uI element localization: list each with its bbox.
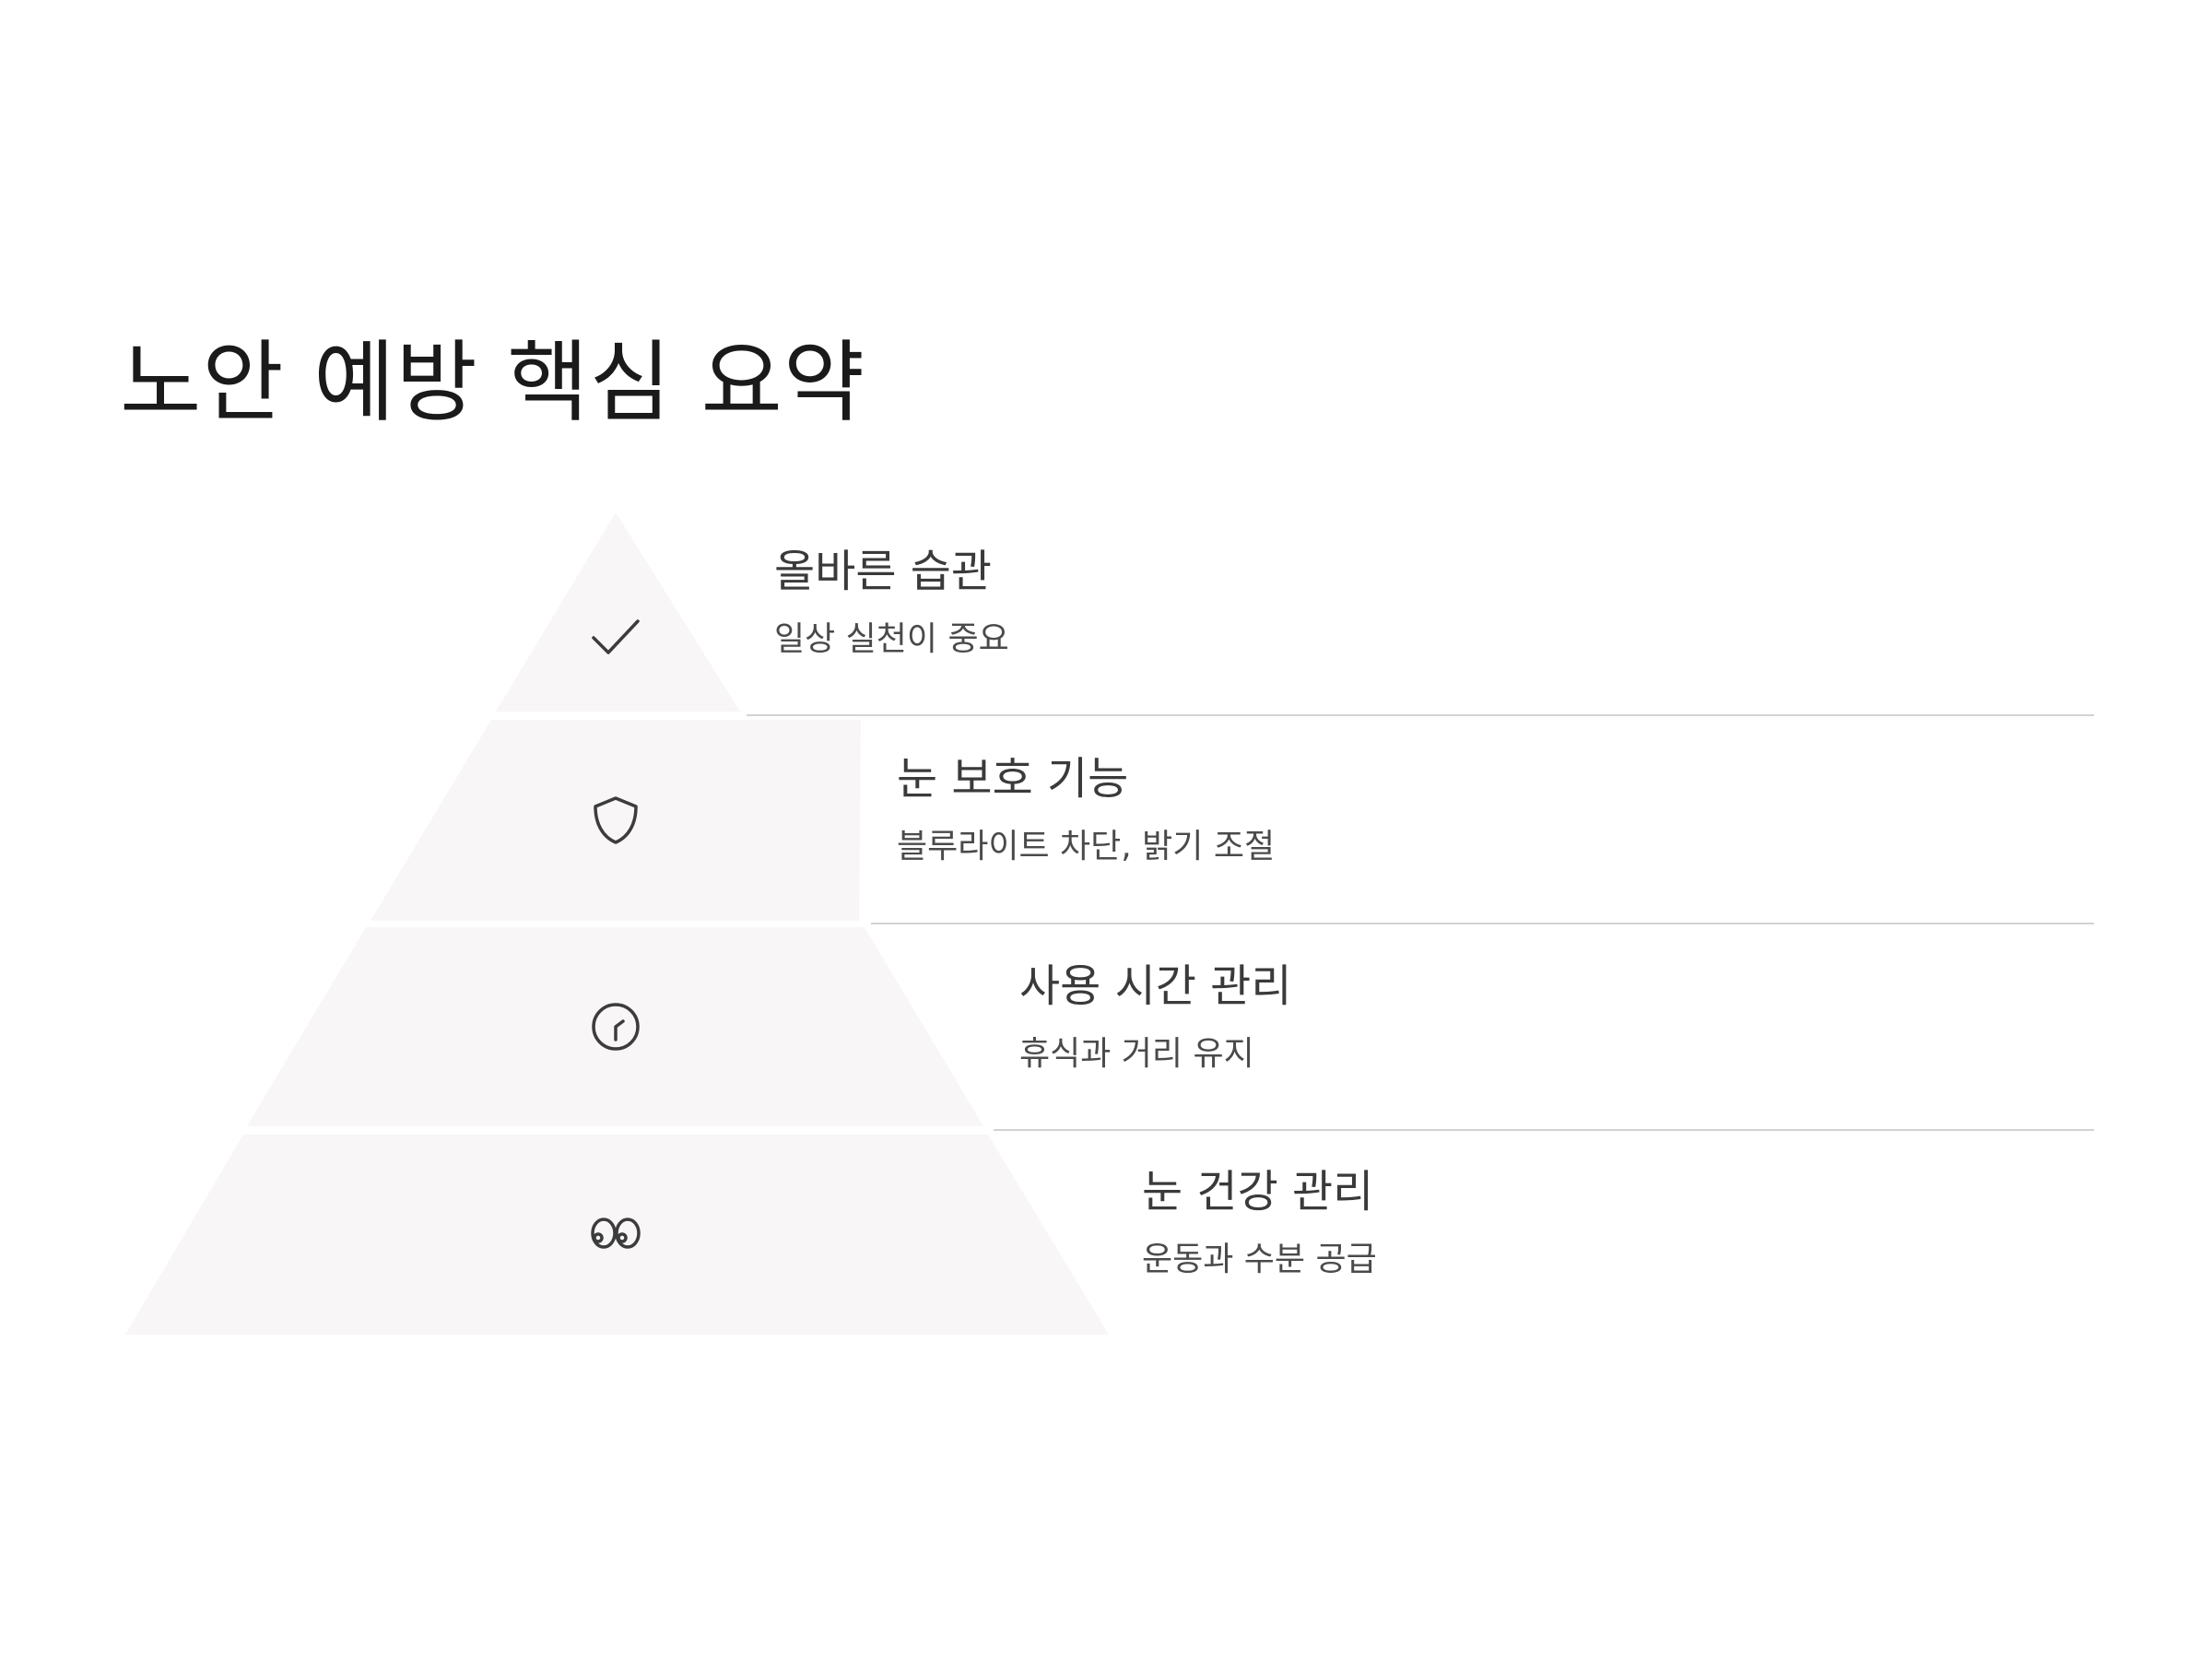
layer-label-4: 눈 건강 관리 운동과 수분 공급 [1142,1166,1377,1279]
pyramid-layer-1 [496,512,740,712]
layer-heading: 눈 건강 관리 [1142,1166,1374,1218]
layer-heading: 올바른 습관 [774,546,993,597]
clock-icon [590,1001,641,1053]
layer-description: 휴식과 거리 유지 [1019,1034,1254,1073]
layer-label-3: 사용 시간 관리 휴식과 거리 유지 [1019,960,1291,1074]
page-title: 노안 예방 핵심 요약 [120,331,866,434]
check-icon [590,612,641,664]
shield-icon [590,794,641,846]
layer-label-1: 올바른 습관 일상 실천이 중요 [774,546,1009,659]
layer-description: 운동과 수분 공급 [1142,1240,1377,1278]
pyramid-layer-2 [371,720,861,921]
layer-label-2: 눈 보호 기능 블루라이트 차단, 밝기 조절 [897,753,1275,866]
eyes-icon [590,1207,641,1259]
layer-description: 블루라이트 차단, 밝기 조절 [897,827,1276,865]
layer-heading: 눈 보호 기능 [897,753,1129,805]
layer-description: 일상 실천이 중요 [774,619,1009,658]
layer-heading: 사용 시간 관리 [1019,960,1292,1012]
